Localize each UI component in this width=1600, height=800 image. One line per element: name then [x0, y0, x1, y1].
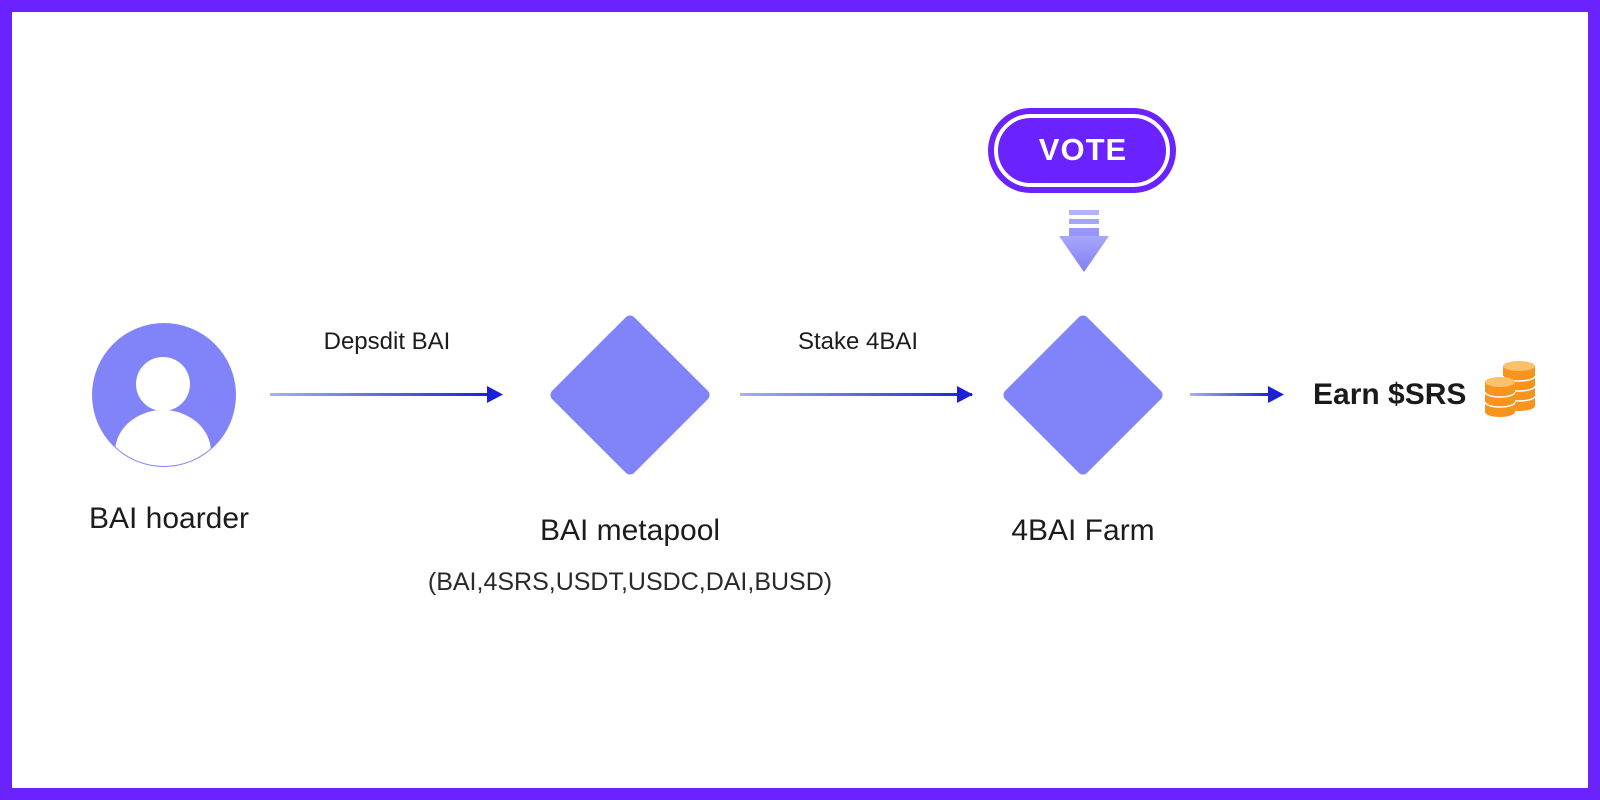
earn-label: Earn $SRS [1313, 378, 1467, 411]
down-arrow-icon [1059, 210, 1109, 272]
farm-label: 4BAI Farm [1011, 514, 1155, 547]
coins-icon [1484, 361, 1536, 417]
earn-arrow [1190, 386, 1284, 403]
user-icon [92, 323, 236, 467]
farm-diamond [1003, 315, 1163, 475]
metapool-diamond [550, 315, 710, 475]
stake-arrow [740, 386, 973, 403]
vote-pill [988, 108, 1176, 193]
deposit-arrow [270, 386, 503, 403]
deposit-edge-label: Depsdit BAI [323, 328, 451, 355]
stake-edge-label: Stake 4BAI [797, 328, 919, 355]
vote-label: VOTE [1038, 132, 1128, 167]
metapool-label: BAI metapool [539, 514, 721, 547]
hoarder-label: BAI hoarder [88, 502, 250, 535]
metapool-assets-label: (BAI,4SRS,USDT,USDC,DAI,BUSD) [427, 568, 833, 596]
